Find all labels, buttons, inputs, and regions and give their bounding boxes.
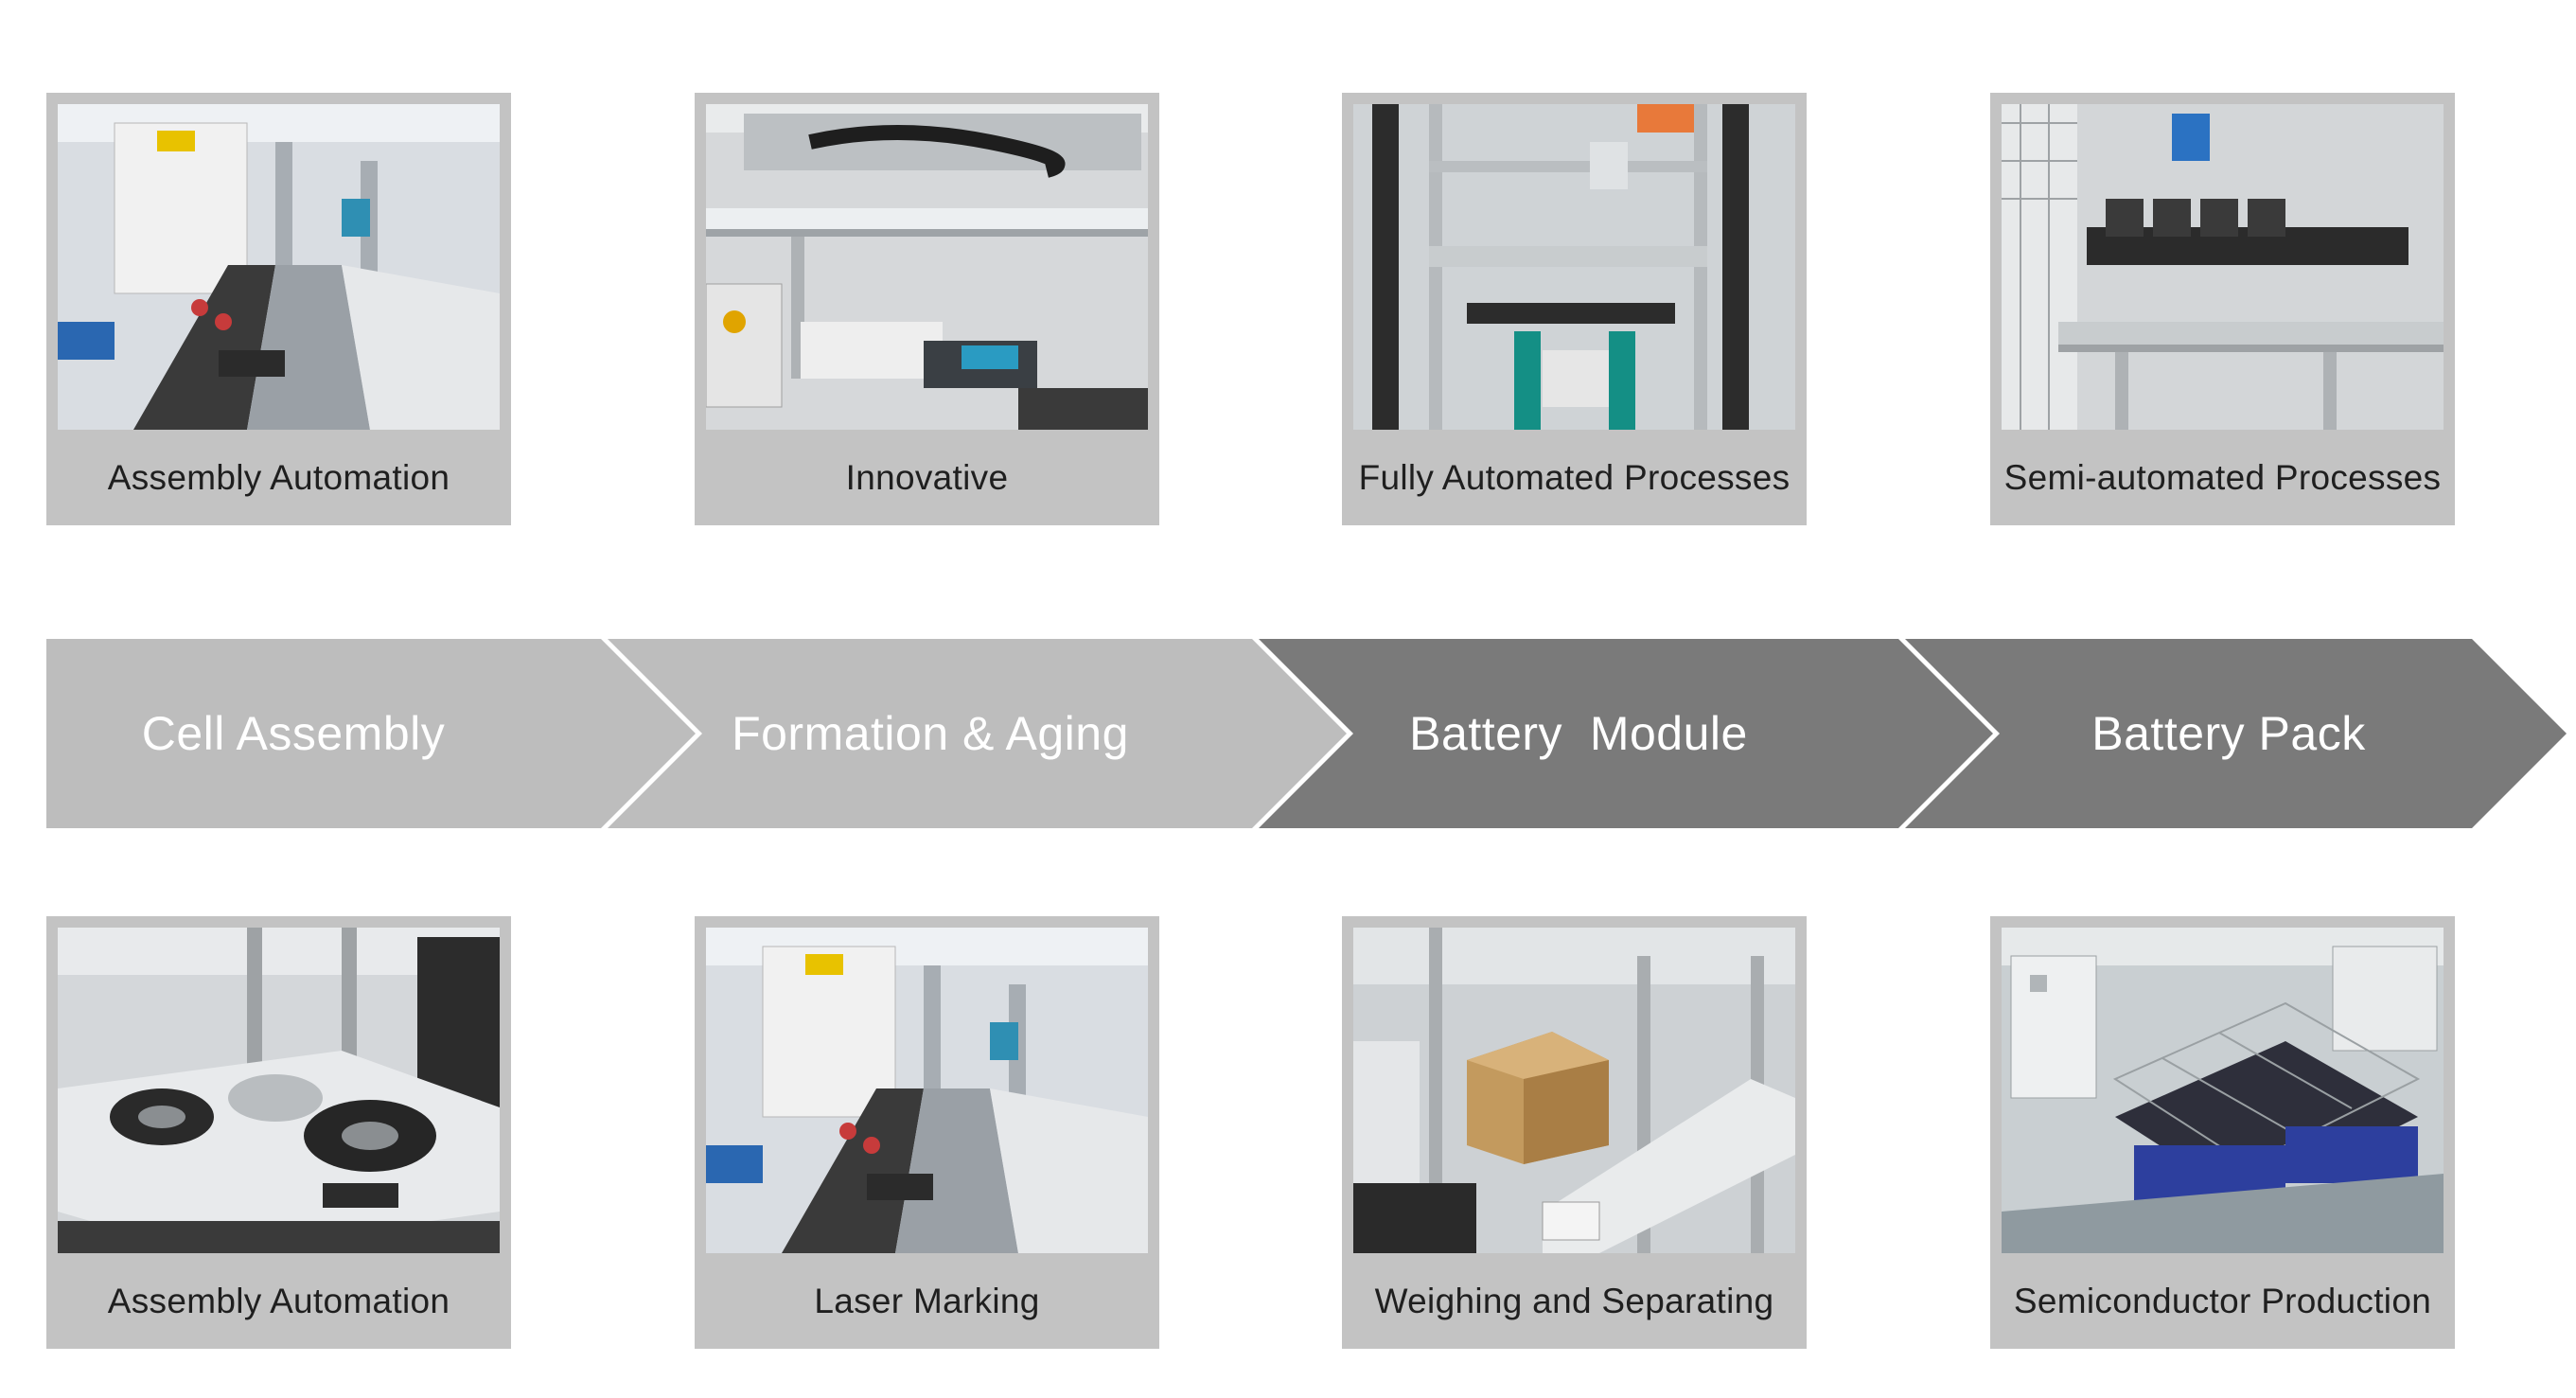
- top-card-innovative: Innovative: [695, 93, 1159, 525]
- solar-panel-photo: [2002, 928, 2444, 1253]
- card-caption: Fully Automated Processes: [1358, 457, 1791, 497]
- card-caption: Innovative: [845, 457, 1009, 497]
- bottom-card-laser-marking: Laser Marking: [695, 916, 1159, 1349]
- gantry-photo: [706, 104, 1148, 430]
- bottom-card-weighing-separating: Weighing and Separating: [1342, 916, 1807, 1349]
- card-caption: Assembly Automation: [107, 1281, 450, 1320]
- step-label-cell-assembly: Cell Assembly: [141, 707, 446, 760]
- card-caption: Assembly Automation: [107, 457, 450, 497]
- bottom-card-semiconductor: Semiconductor Production: [1990, 916, 2455, 1349]
- card-caption: Semiconductor Production: [2013, 1281, 2432, 1320]
- top-card-assembly-automation: Assembly Automation: [46, 93, 511, 525]
- bottom-card-assembly-automation: Assembly Automation: [46, 916, 511, 1349]
- step-label-formation-aging: Formation & Aging: [732, 707, 1129, 760]
- conveyor-photo: [2002, 104, 2444, 430]
- top-card-semi-automated: Semi-automated Processes: [1990, 93, 2455, 525]
- card-caption: Laser Marking: [814, 1281, 1040, 1320]
- assembly-line-photo: [706, 928, 1148, 1253]
- card-caption: Weighing and Separating: [1374, 1281, 1774, 1320]
- robot-cell-photo: [1353, 104, 1795, 430]
- step-label-battery-module: Battery Module: [1409, 707, 1748, 760]
- assembly-line-photo: [58, 104, 500, 430]
- top-card-fully-automated: Fully Automated Processes: [1342, 93, 1807, 525]
- step-label-battery-pack: Battery Pack: [2091, 707, 2366, 760]
- card-caption: Semi-automated Processes: [2003, 457, 2442, 497]
- box-station-photo: [1353, 928, 1795, 1253]
- rotary-table-photo: [58, 928, 500, 1253]
